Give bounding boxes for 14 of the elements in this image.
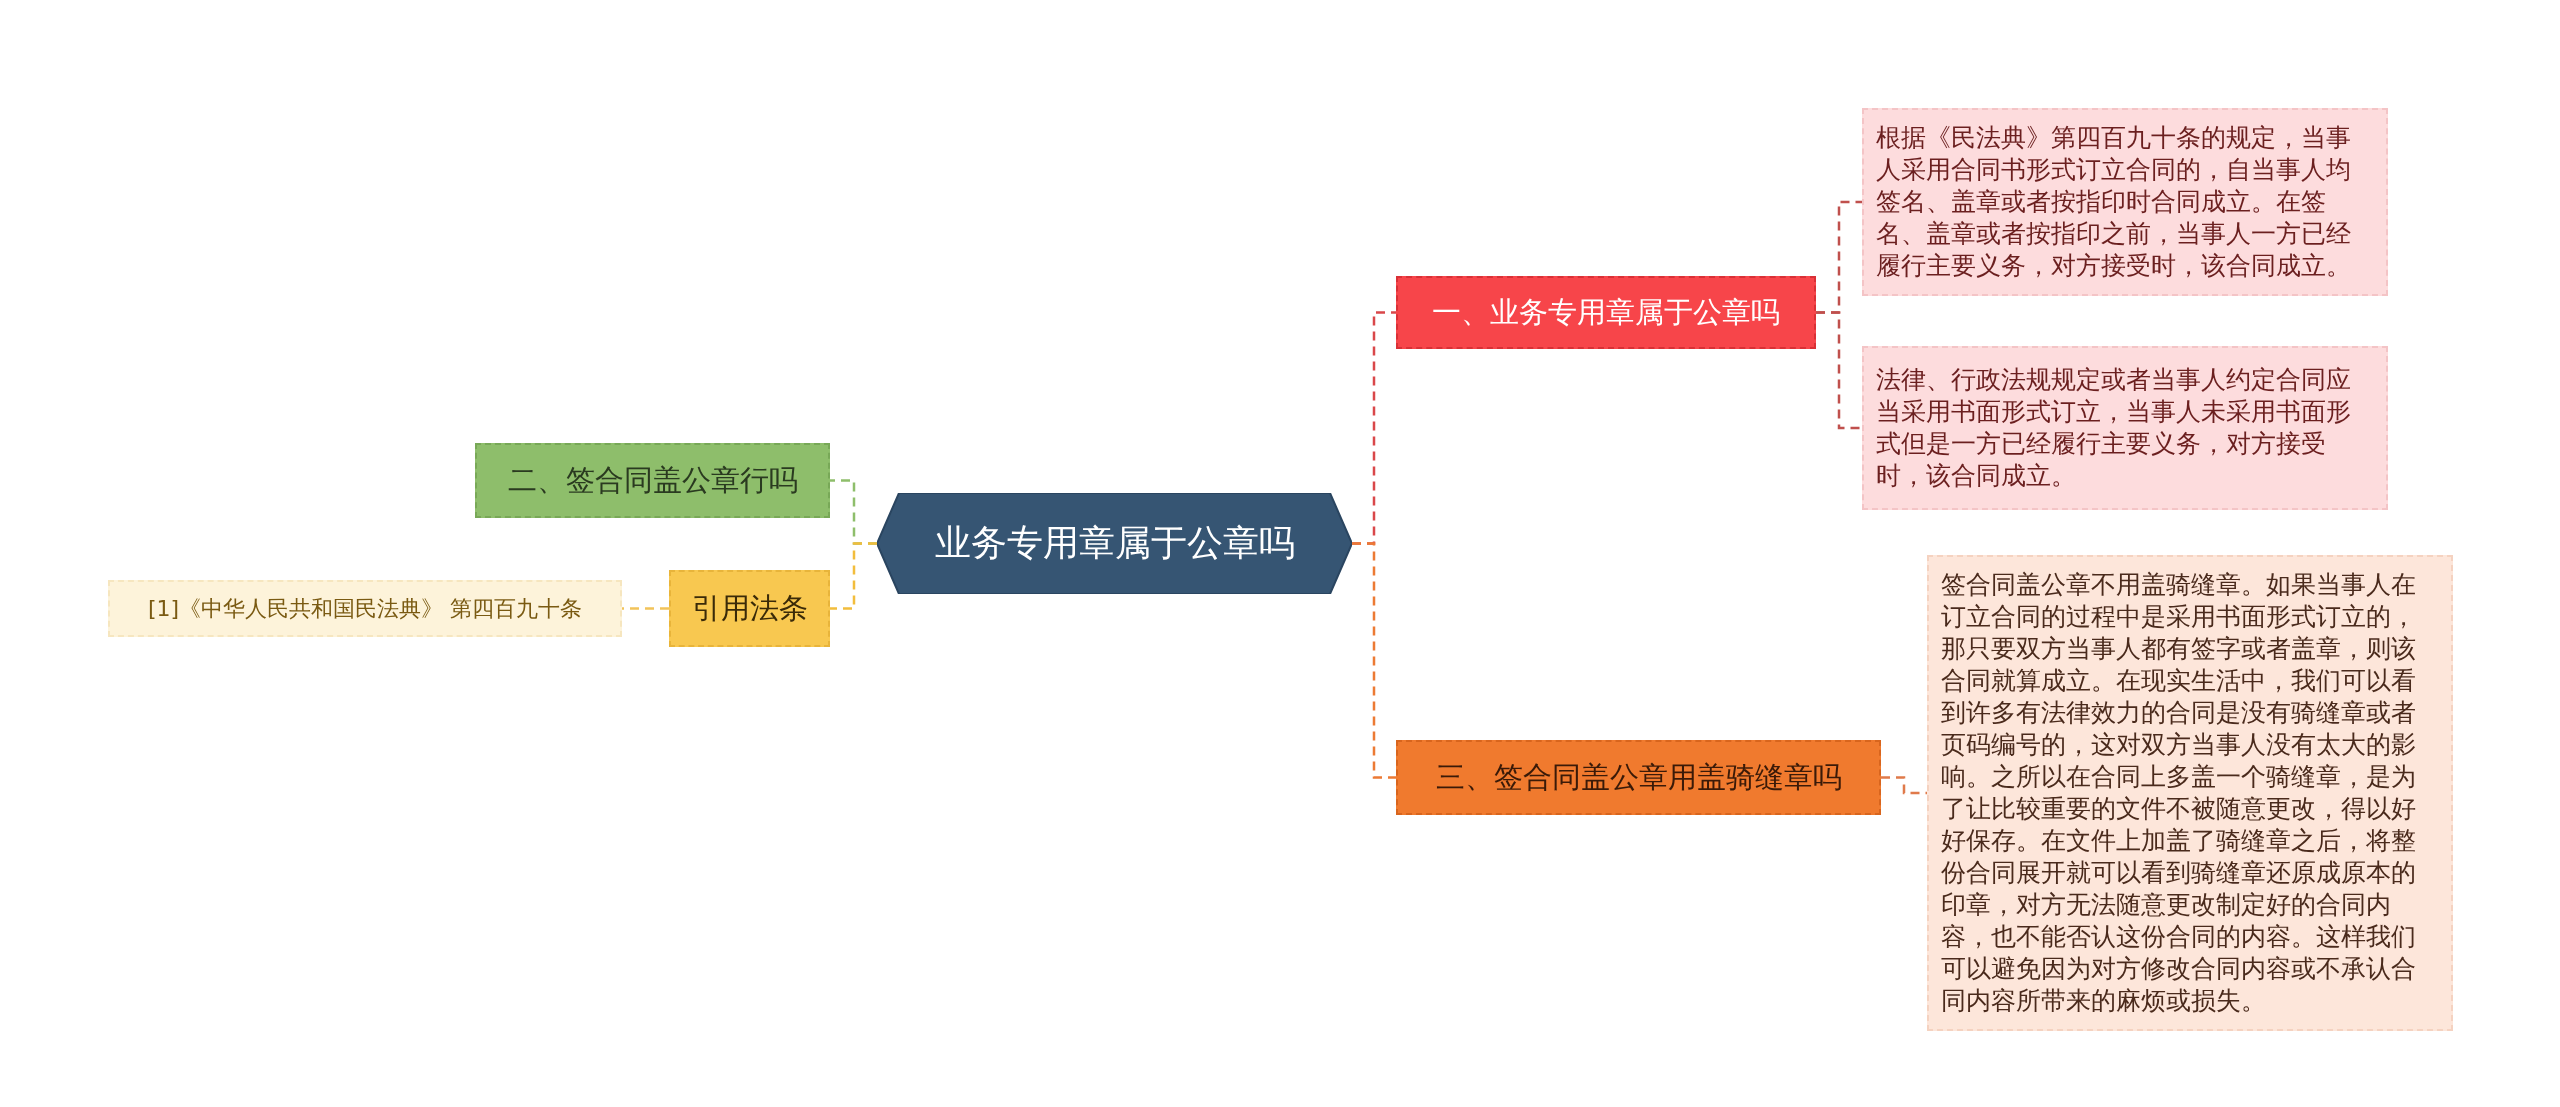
topic-box: 三、签合同盖公章用盖骑缝章吗	[1396, 740, 1881, 815]
connector-line	[1352, 542, 1396, 779]
note-box: 法律、行政法规规定或者当事人约定合同应当采用书面形式订立，当事人未采用书面形式但是一方已经履行主要义务，对方接受时，该合同成立。	[1862, 346, 2388, 510]
connector-line	[1881, 776, 1927, 795]
connector-line	[1816, 311, 1862, 430]
reference-box: [1]《中华人民共和国民法典》 第四百九十条	[108, 580, 622, 637]
topic-box: 引用法条	[669, 570, 830, 647]
topic-hexagon: 业务专用章属于公章吗	[877, 493, 1352, 594]
topic-box: 二、签合同盖公章行吗	[475, 443, 830, 518]
note-box: 签合同盖公章不用盖骑缝章。如果当事人在订立合同的过程中是采用书面形式订立的，那只要双方当事人都有签字或者盖章，则该合同就算成立。在现实生活中，我们可以看到许多有法律效力的合同是没有骑缝章或者页码编号的，这对双方当事人没有太大的影响。之所以在合同上多盖一个骑缝章，是为了让比较重要的文件不被随意更改，得以好好保存。在文件上加盖了骑缝章之后，将整份合同展开就可以看到骑缝章还原成原本的印章，对方无法随意更改制定好的合同内容，也不能否认这份合同的内容。这样我们可以避免因为对方修改合同内容或不承认合同内容所带来的麻烦或损失。	[1927, 555, 2453, 1031]
topic-box: 一、业务专用章属于公章吗	[1396, 276, 1816, 349]
connector-line	[622, 607, 669, 610]
note-box: 根据《民法典》第四百九十条的规定，当事人采用合同书形式订立合同的，自当事人均签名、盖章或者按指印时合同成立。在签名、盖章或者按指印之前，当事人一方已经履行主要义务，对方接受时，该合同成立。	[1862, 108, 2388, 296]
connector-line	[830, 542, 877, 610]
